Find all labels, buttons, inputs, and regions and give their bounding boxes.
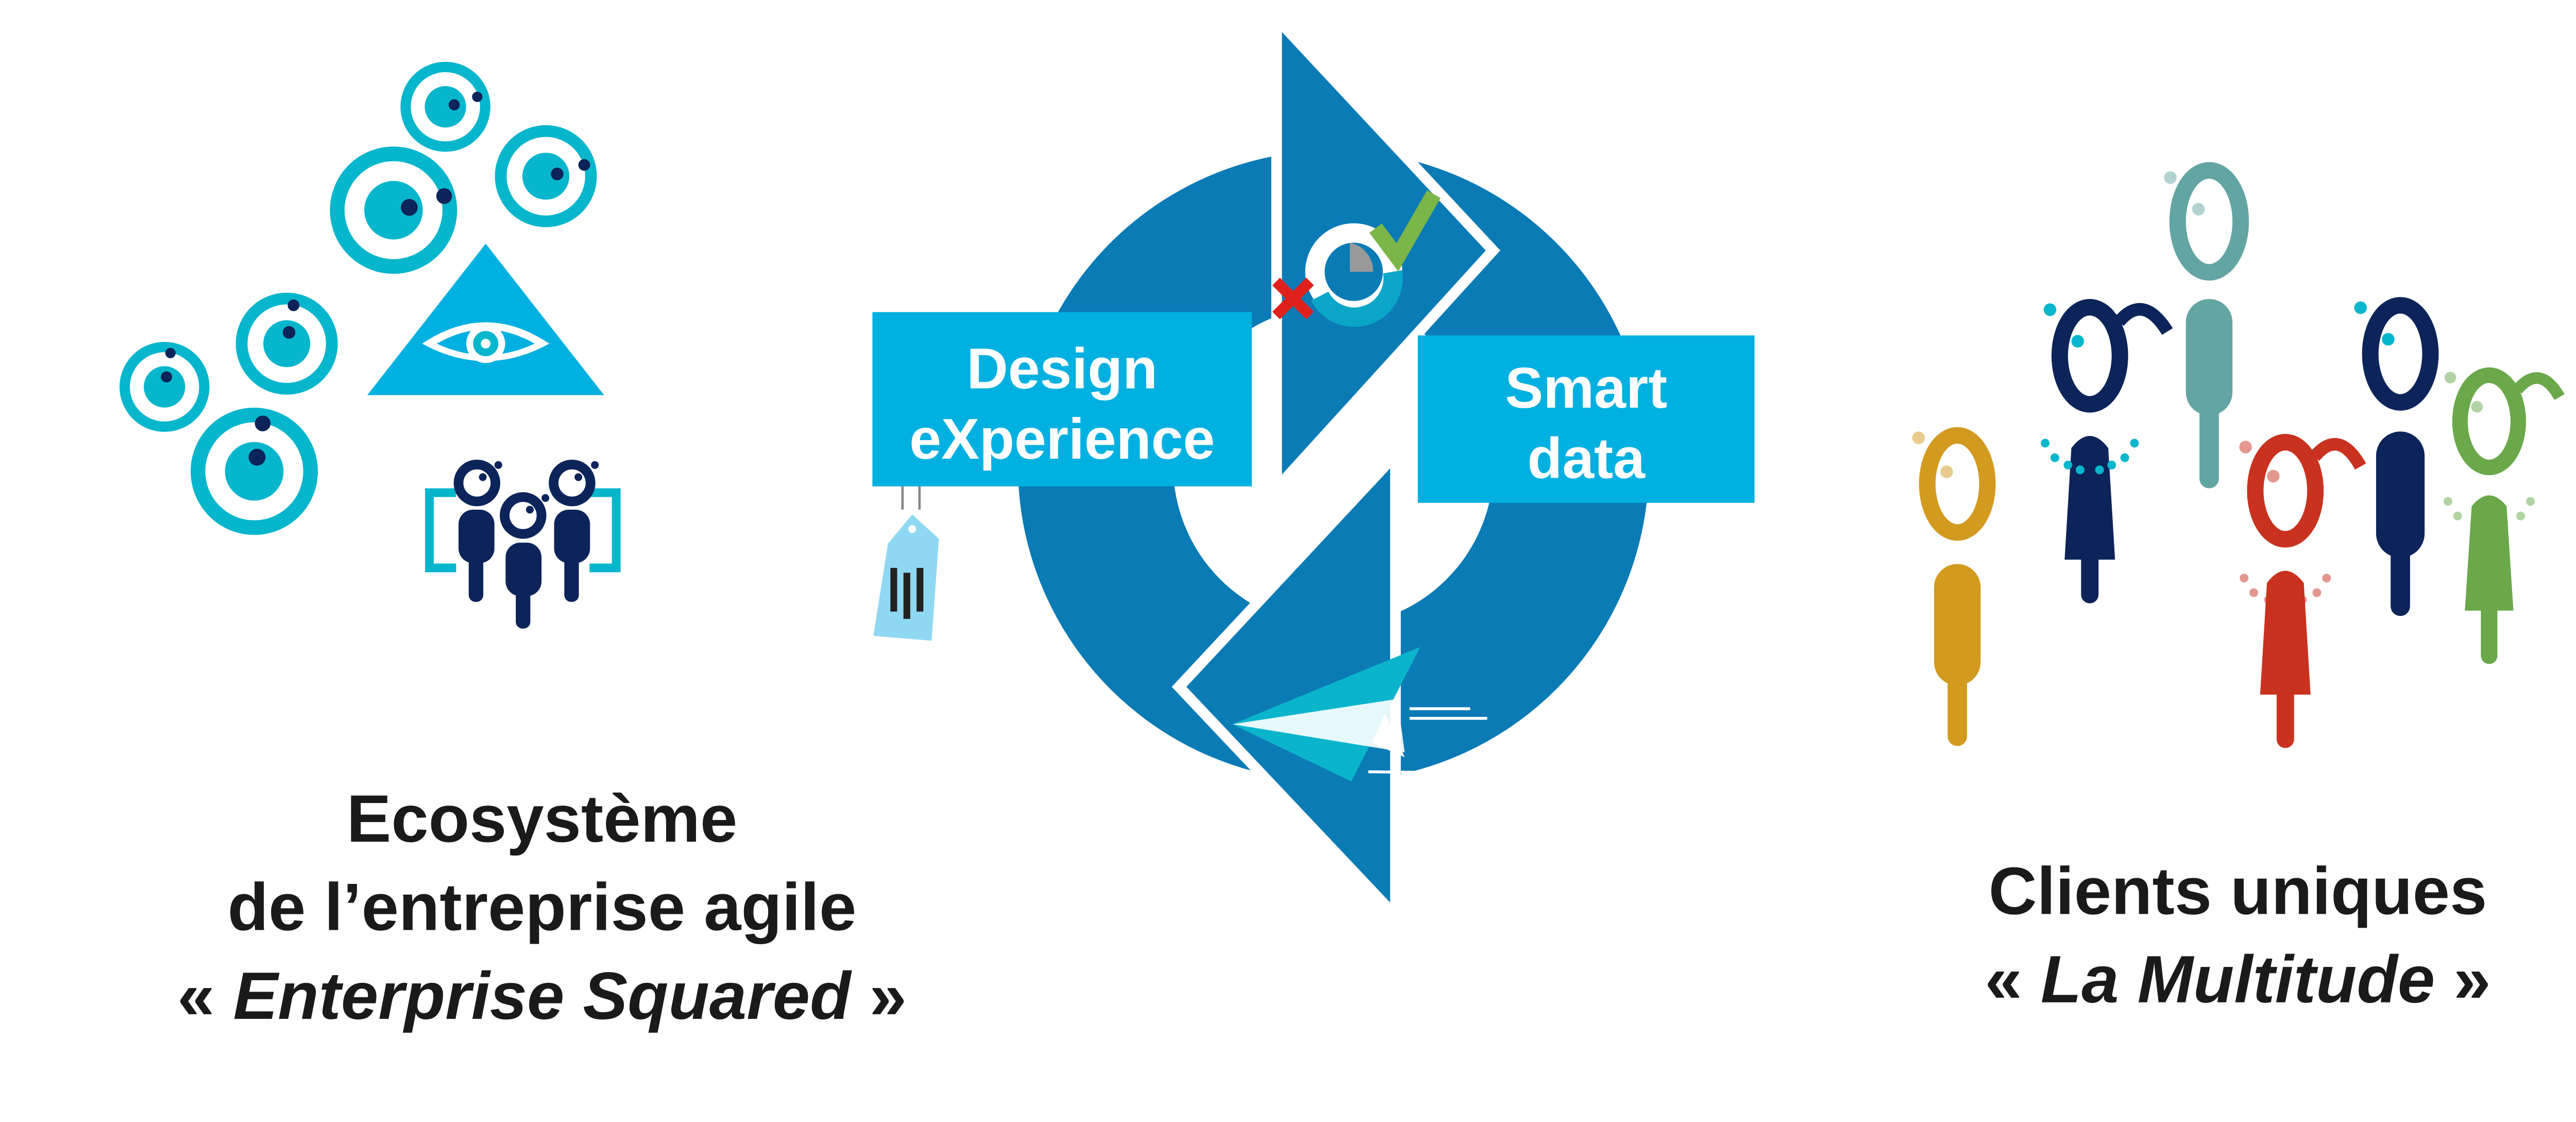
eye-icon (501, 131, 591, 221)
diagram-canvas: Ecosystème de l’entreprise agile « Enter… (0, 5, 2565, 1033)
la-multitude-label: La Multitude (2041, 942, 2435, 1017)
smart-data-box: Smart data (1417, 335, 1755, 503)
left-caption-line3: « Enterprise Squared » (177, 958, 907, 1033)
left-caption-line1: Ecosystème (347, 781, 738, 856)
quote-close: » (851, 958, 906, 1033)
left-eyes-cluster (125, 67, 591, 528)
team-icon (425, 459, 621, 629)
quote-open: « (1985, 942, 2041, 1017)
data-label: data (1527, 426, 1646, 491)
person-woman-icon (2239, 433, 2366, 748)
customers-cluster (1912, 162, 2565, 748)
eye-icon (125, 347, 204, 426)
cross-icon (1272, 277, 1314, 320)
all-seeing-eye-icon (367, 243, 604, 395)
cycle-graphic: Design eXperience Smart data (872, 5, 1755, 930)
right-caption-line2: « La Multitude » (1985, 942, 2491, 1017)
design-experience-box: Design eXperience (872, 312, 1252, 487)
person-woman-icon (2443, 367, 2565, 664)
enterprise-squared-label: Enterprise Squared (233, 958, 852, 1033)
paper-plane-icon (1232, 647, 1487, 782)
eye-icon (337, 154, 452, 266)
eye-icon (405, 67, 485, 146)
left-caption-line2: de l’entreprise agile (228, 869, 857, 944)
person-icon (1912, 427, 1996, 746)
price-tag-icon (873, 486, 939, 641)
person-icon (2354, 297, 2439, 616)
person-icon (2164, 162, 2249, 489)
eye-icon (198, 415, 310, 527)
person-woman-icon (2041, 299, 2173, 604)
right-caption-line1: Clients uniques (1989, 853, 2487, 928)
design-label: Design (967, 336, 1158, 400)
eye-icon (242, 298, 332, 389)
quote-open: « (177, 958, 233, 1033)
clock-check-icon (1272, 190, 1441, 327)
quote-close: » (2435, 942, 2490, 1017)
experience-label: eXperience (909, 407, 1215, 471)
smart-label: Smart (1505, 356, 1667, 420)
